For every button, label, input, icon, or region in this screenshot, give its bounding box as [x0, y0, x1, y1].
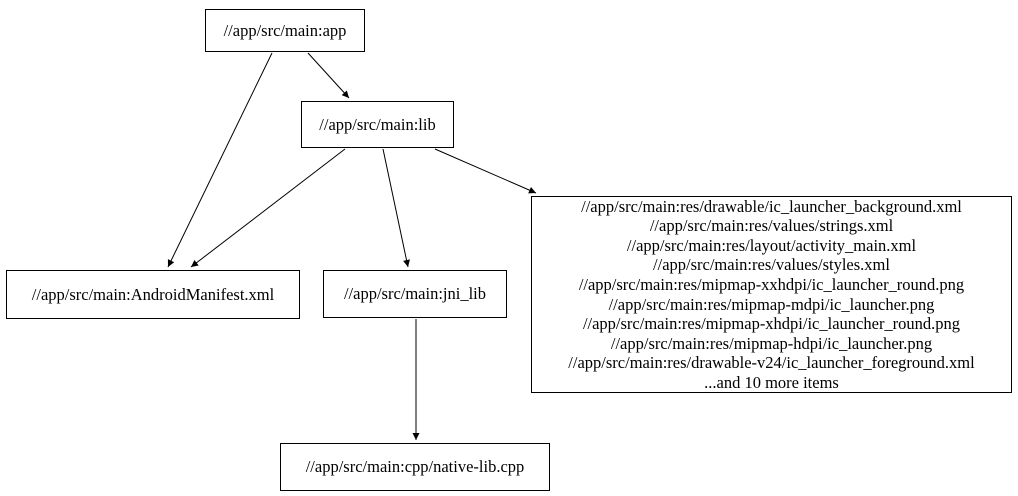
node-app: //app/src/main:app: [205, 9, 365, 52]
node-native-lib-cpp: //app/src/main:cpp/native-lib.cpp: [280, 443, 550, 491]
edge-app-to-androidmanifest: [167, 52, 273, 268]
node-androidmanifest: //app/src/main:AndroidManifest.xml: [6, 270, 300, 319]
node-lib: //app/src/main:lib: [301, 101, 454, 148]
res-group-line: //app/src/main:res/drawable-v24/ic_launc…: [568, 353, 975, 373]
node-androidmanifest-label: //app/src/main:AndroidManifest.xml: [31, 284, 275, 304]
res-group-line: //app/src/main:res/mipmap-hdpi/ic_launch…: [610, 333, 933, 353]
res-group-line: //app/src/main:res/values/styles.xml: [653, 255, 890, 275]
res-group-line: //app/src/main:res/mipmap-xhdpi/ic_launc…: [582, 314, 961, 334]
node-native-lib-cpp-label: //app/src/main:cpp/native-lib.cpp: [305, 457, 525, 477]
res-group-line: //app/src/main:res/values/strings.xml: [649, 216, 894, 236]
node-jni-lib: //app/src/main:jni_lib: [323, 270, 507, 318]
edge-lib-to-res-group: [434, 148, 537, 194]
node-lib-label: //app/src/main:lib: [319, 114, 436, 134]
edge-app-to-lib: [307, 52, 350, 99]
node-jni-lib-label: //app/src/main:jni_lib: [343, 284, 487, 304]
res-group-line: //app/src/main:res/mipmap-xxhdpi/ic_laun…: [578, 274, 965, 294]
edge-lib-to-androidmanifest: [190, 148, 346, 268]
edge-lib-to-jni-lib: [382, 148, 410, 268]
res-group-line: //app/src/main:res/drawable/ic_launcher_…: [581, 196, 962, 216]
res-group-line: //app/src/main:res/layout/activity_main.…: [626, 235, 917, 255]
res-group-more-items: ...and 10 more items: [704, 372, 839, 392]
node-res-group: //app/src/main:res/drawable/ic_launcher_…: [531, 196, 1012, 393]
node-app-label: //app/src/main:app: [223, 20, 347, 40]
res-group-line: //app/src/main:res/mipmap-mdpi/ic_launch…: [608, 294, 935, 314]
